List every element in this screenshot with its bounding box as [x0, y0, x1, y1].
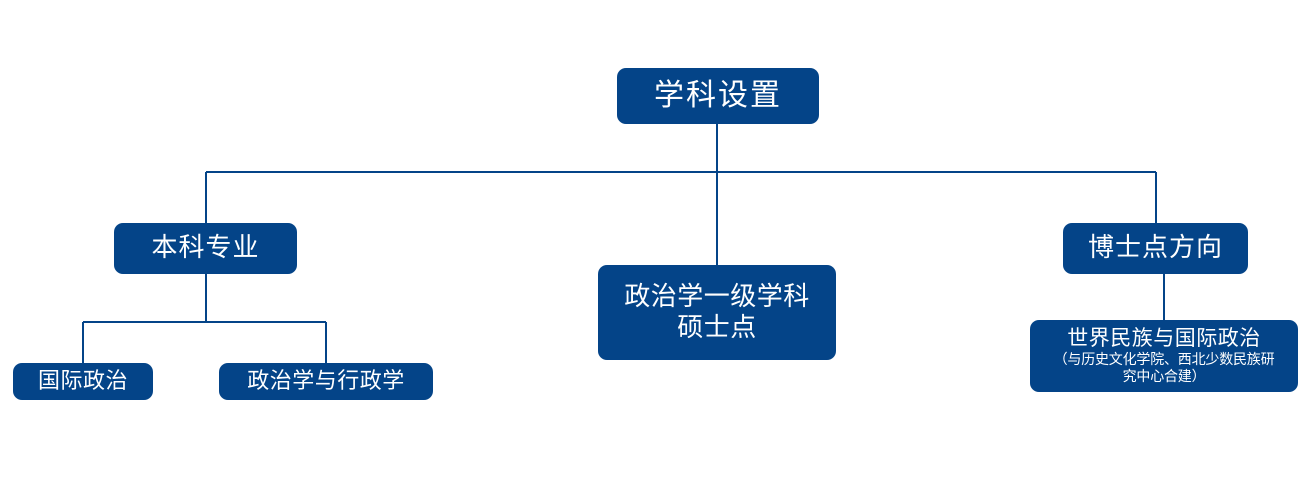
node-root-label: 学科设置	[654, 78, 782, 114]
node-international-politics-label: 国际政治	[37, 368, 128, 394]
node-political-science-administration-label: 政治学与行政学	[247, 368, 405, 394]
node-root-discipline-setup[interactable]: 学科设置	[617, 68, 819, 124]
node-world-ethnology-international-politics[interactable]: 世界民族与国际政治 （与历史文化学院、西北少数民族研 究中心合建）	[1030, 320, 1298, 392]
node-undergraduate-label: 本科专业	[151, 233, 260, 264]
node-doctoral-directions[interactable]: 博士点方向	[1063, 223, 1248, 274]
node-undergraduate-majors[interactable]: 本科专业	[114, 223, 297, 274]
node-international-politics[interactable]: 国际政治	[13, 363, 153, 400]
node-world-ethnology-label: 世界民族与国际政治	[1067, 326, 1261, 351]
node-doctoral-label: 博士点方向	[1087, 233, 1223, 264]
node-master-program[interactable]: 政治学一级学科 硕士点	[598, 265, 836, 360]
node-world-ethnology-note: （与历史文化学院、西北少数民族研 究中心合建）	[1053, 352, 1275, 385]
node-master-label: 政治学一级学科 硕士点	[624, 281, 810, 343]
node-political-science-administration[interactable]: 政治学与行政学	[219, 363, 433, 400]
